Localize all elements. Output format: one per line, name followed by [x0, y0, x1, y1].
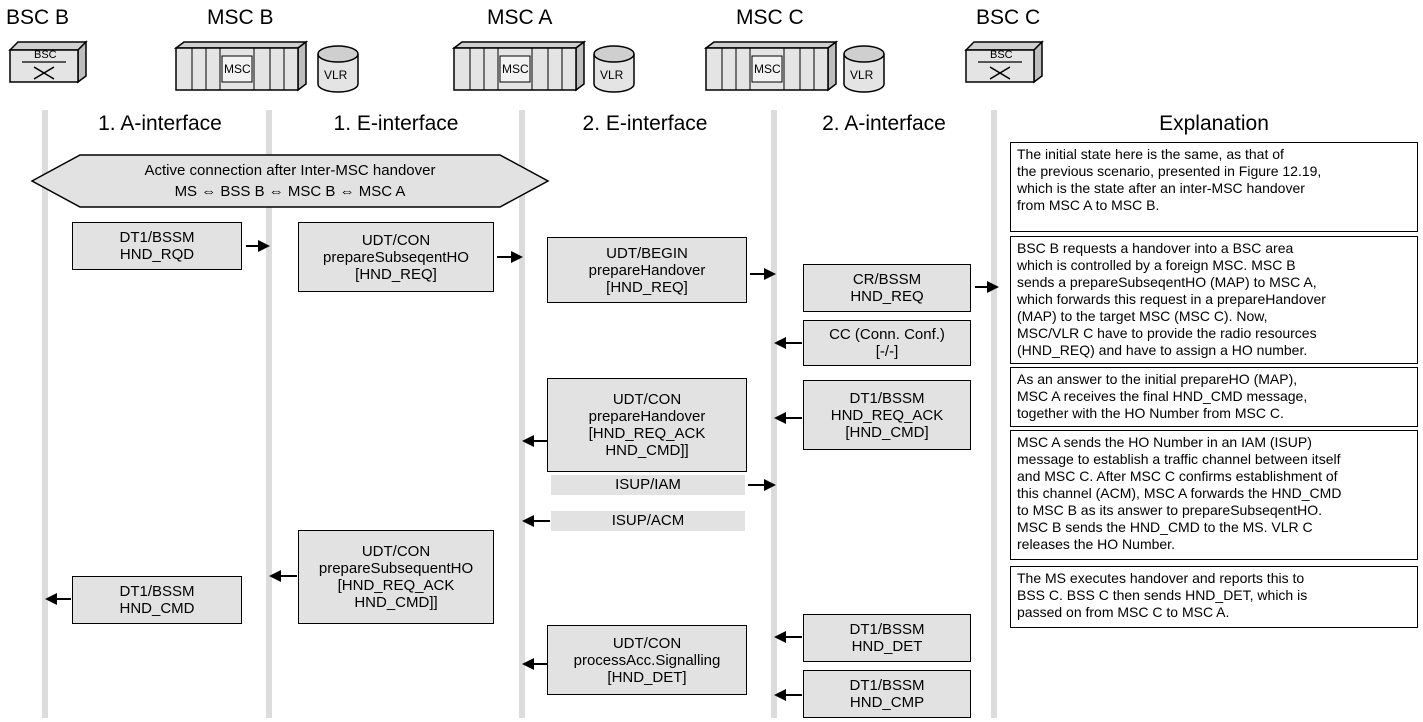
msc-b-msc-label: MSC	[224, 62, 251, 76]
msc-a-icon: MSC	[452, 40, 586, 92]
msc-a-vlr-label: VLR	[600, 68, 624, 82]
msg-isup-iam: ISUP/IAM	[551, 475, 745, 495]
bsc-c-box-label: BSC	[990, 49, 1013, 61]
lane-bsc-c	[991, 110, 997, 718]
bsc-c-icon: BSC	[964, 40, 1044, 84]
msg-udt-begin-prepare-handover: UDT/BEGIN prepareHandover [HND_REQ]	[547, 237, 747, 303]
msg-udt-prepare-subsequent-ho-ack: UDT/CON prepareSubsequentHO [HND_REQ_ACK…	[298, 530, 494, 624]
arrow-left-icon	[45, 592, 71, 606]
msc-b-icon: MSC	[174, 40, 308, 92]
interface-1-e: 1. E-interface	[286, 112, 506, 136]
node-title-msc-c: MSC C	[736, 6, 804, 29]
arrow-right-icon	[748, 478, 776, 492]
msg-isup-acm: ISUP/ACM	[551, 511, 745, 531]
msc-b-vlr-icon: VLR	[316, 44, 360, 94]
active-connection-banner: Active connection after Inter-MSC handov…	[30, 153, 550, 209]
explanation-4: MSC A sends the HO Number in an IAM (ISU…	[1010, 430, 1418, 560]
arrow-right-icon	[750, 267, 776, 281]
msg-cc-conn-conf: CC (Conn. Conf.) [-/-]	[803, 320, 971, 366]
interface-2-a: 2. A-interface	[786, 112, 982, 136]
arrow-left-icon	[774, 688, 802, 702]
arrow-right-icon	[246, 239, 270, 253]
bsc-b-box-label: BSC	[34, 49, 57, 61]
banner-line-2: MS ⇔ BSS B ⇔ MSC B ⇔ MSC A	[174, 183, 406, 200]
lane-bsc-b	[42, 110, 48, 718]
node-title-msc-b: MSC B	[207, 6, 274, 29]
msg-dt1-hnd-cmp: DT1/BSSM HND_CMP	[803, 670, 971, 718]
explanation-2: BSC B requests a handover into a BSC are…	[1010, 236, 1418, 364]
explanation-5: The MS executes handover and reports thi…	[1010, 566, 1418, 628]
lane-msc-b	[266, 110, 272, 718]
arrow-left-icon	[522, 514, 550, 528]
msc-b-vlr-label: VLR	[324, 68, 348, 82]
interface-2-e: 2. E-interface	[535, 112, 755, 136]
arrow-right-icon	[975, 280, 999, 294]
node-title-bsc-c: BSC C	[976, 6, 1041, 29]
msc-c-icon: MSC	[704, 40, 838, 92]
msg-udt-prepare-subseqent-ho: UDT/CON prepareSubseqentHO [HND_REQ]	[298, 222, 494, 292]
explanation-1: The initial state here is the same, as t…	[1010, 142, 1418, 232]
msg-udt-process-acc-signalling: UDT/CON processAcc.Signalling [HND_DET]	[547, 625, 747, 695]
msg-cr-hnd-req: CR/BSSM HND_REQ	[803, 264, 971, 312]
msg-dt1-hnd-rqd: DT1/BSSM HND_RQD	[72, 222, 242, 270]
msc-c-vlr-icon: VLR	[842, 44, 886, 94]
explanation-header: Explanation	[1159, 112, 1269, 135]
msc-c-vlr-label: VLR	[850, 68, 874, 82]
msc-a-msc-label: MSC	[502, 62, 529, 76]
explanation-3: As an answer to the initial prepareHO (M…	[1010, 367, 1418, 427]
node-title-bsc-b: BSC B	[6, 6, 70, 29]
msg-dt1-hnd-cmd: DT1/BSSM HND_CMD	[72, 576, 242, 624]
interface-1-a: 1. A-interface	[60, 112, 260, 136]
msc-c-msc-label: MSC	[754, 62, 781, 76]
arrow-left-icon	[774, 336, 802, 350]
lane-msc-c	[771, 110, 777, 718]
arrow-left-icon	[269, 569, 297, 583]
arrow-left-icon	[774, 411, 802, 425]
bsc-b-icon: BSC	[8, 40, 88, 84]
banner-line-1: Active connection after Inter-MSC handov…	[144, 162, 436, 179]
node-title-msc-a: MSC A	[487, 6, 553, 29]
msc-a-vlr-icon: VLR	[592, 44, 636, 94]
msg-udt-prepare-handover-ack: UDT/CON prepareHandover [HND_REQ_ACK HND…	[547, 378, 747, 472]
lane-msc-a	[519, 110, 525, 718]
arrow-left-icon	[522, 657, 548, 671]
arrow-left-icon	[774, 630, 802, 644]
arrow-left-icon	[522, 434, 548, 448]
arrow-right-icon	[497, 250, 523, 264]
msg-dt1-hnd-det: DT1/BSSM HND_DET	[803, 614, 971, 662]
msg-dt1-hnd-req-ack: DT1/BSSM HND_REQ_ACK [HND_CMD]	[803, 380, 971, 450]
